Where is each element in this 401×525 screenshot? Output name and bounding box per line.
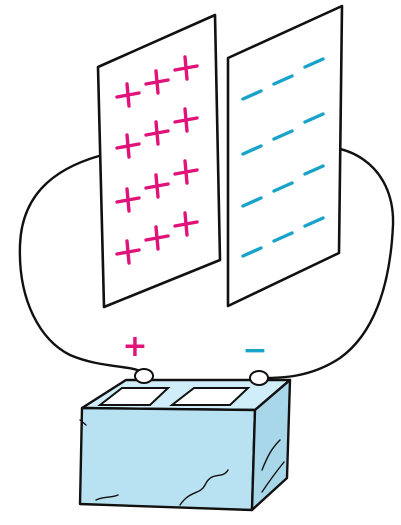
minus-charge-mark (272, 129, 294, 141)
minus-charge-mark (272, 181, 294, 193)
plus-charge-mark (173, 55, 199, 81)
minus-charge-mark (241, 196, 263, 208)
plus-charge-mark (115, 133, 141, 159)
battery (78, 368, 292, 512)
plus-charge-mark (115, 239, 141, 265)
minus-charge-mark (303, 112, 325, 124)
plus-charge-mark (144, 225, 170, 251)
minus-charge-mark (272, 74, 294, 86)
negative-terminal-label: − (242, 333, 267, 368)
wires (18, 145, 395, 380)
negative-terminal-pad (169, 387, 251, 406)
minus-charge-mark (241, 89, 263, 101)
battery-front (78, 406, 257, 512)
left-wire (18, 151, 144, 374)
minus-charge-mark (272, 231, 294, 243)
minus-charge-mark (303, 164, 325, 176)
plus-charge-mark (115, 82, 141, 108)
plus-charge-mark (173, 159, 199, 185)
battery-side (250, 378, 292, 512)
negative-plate (226, 4, 344, 308)
minus-charge-mark (241, 246, 263, 258)
plus-charge-mark (144, 120, 170, 146)
battery-shading (79, 419, 285, 506)
minus-charge-mark (303, 216, 325, 228)
positive-plate (96, 13, 222, 309)
positive-charges (115, 55, 199, 265)
negative-charges (241, 57, 325, 258)
positive-terminal-post (134, 368, 154, 384)
positive-terminal-pad (97, 387, 171, 406)
negative-terminal-post (249, 370, 269, 386)
right-wire (260, 145, 395, 380)
positive-terminal-label: + (122, 329, 147, 364)
plus-charge-mark (144, 173, 170, 199)
minus-charge-mark (303, 57, 325, 69)
minus-charge-mark (241, 144, 263, 156)
plus-charge-mark (173, 211, 199, 237)
plus-charge-mark (144, 69, 170, 95)
plus-charge-mark (115, 187, 141, 213)
plus-charge-mark (173, 107, 199, 133)
